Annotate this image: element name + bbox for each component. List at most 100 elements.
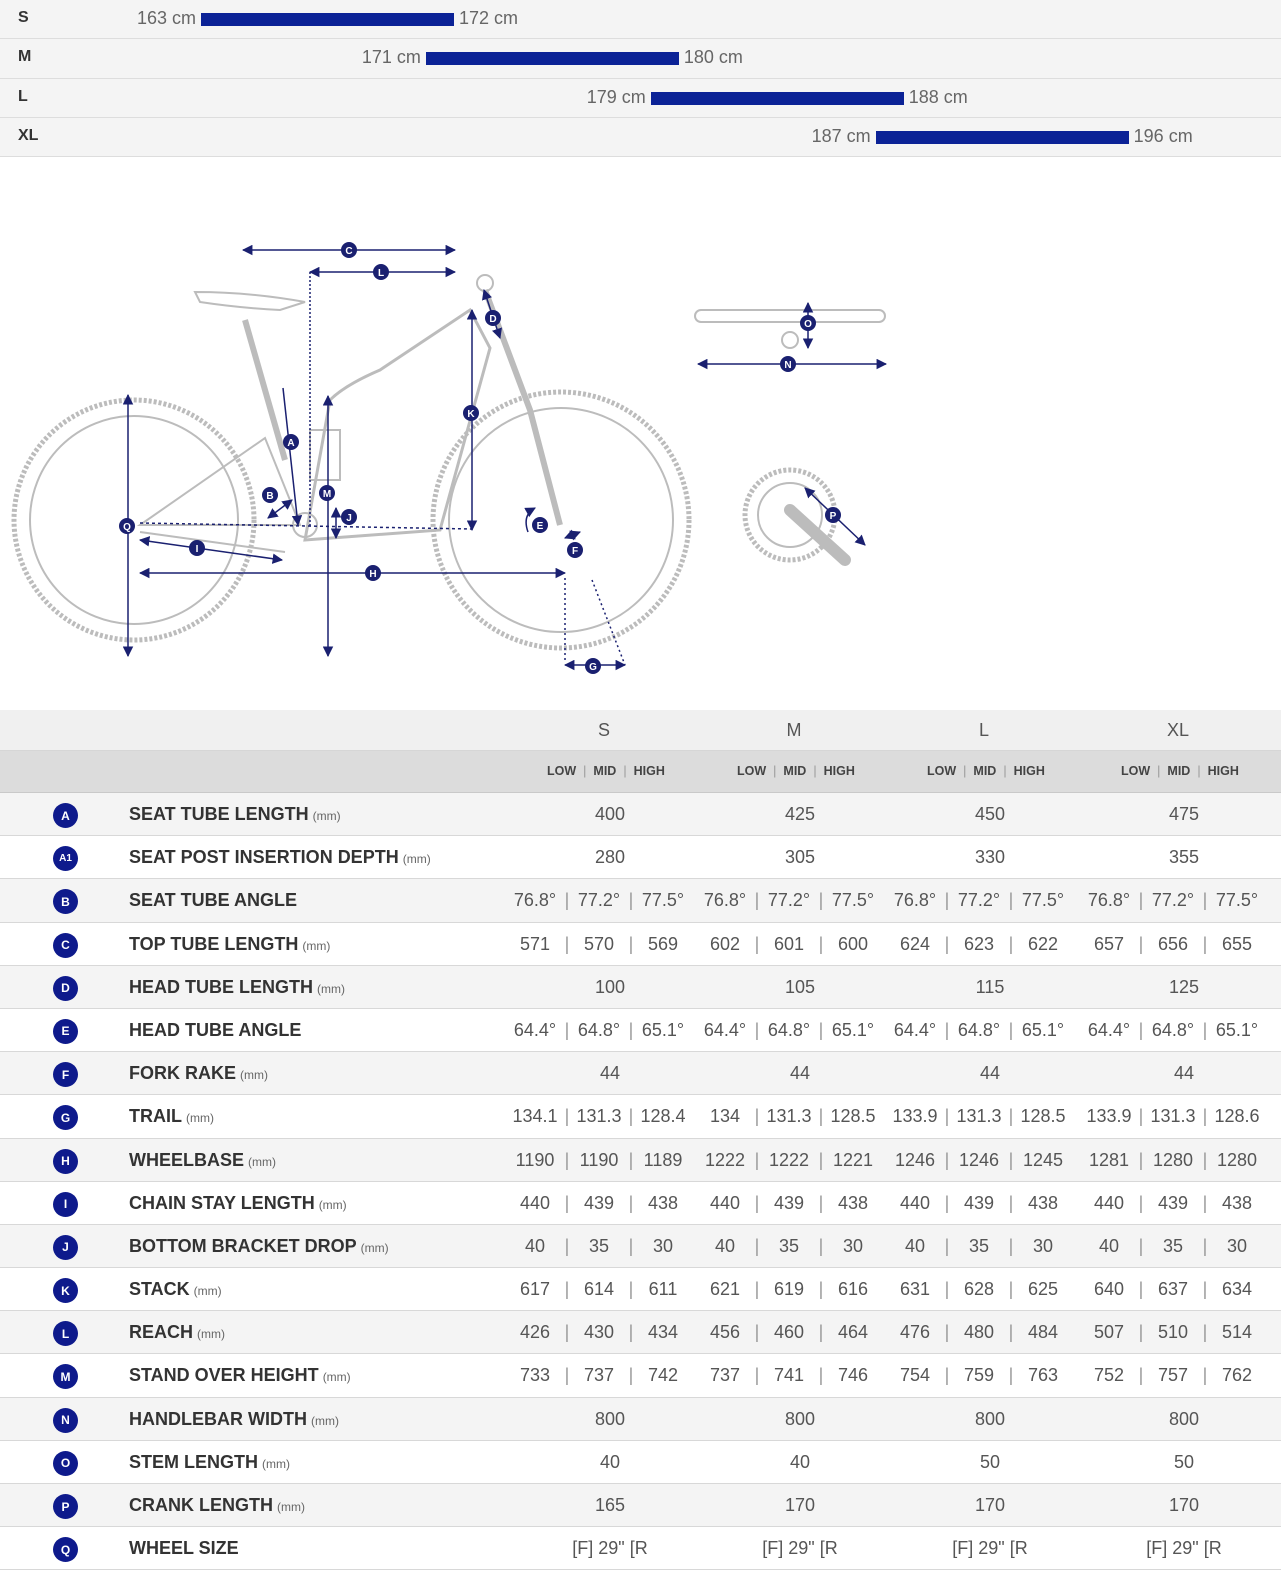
row-unit: (mm) [186, 1111, 214, 1126]
cell-value: 601 [773, 933, 805, 954]
separator: | [773, 764, 777, 778]
separator: | [628, 1192, 634, 1213]
row-label: SEAT TUBE LENGTH(mm) [129, 804, 341, 825]
value-triplet: 40|35|30 [700, 1236, 878, 1257]
cell-value: 614 [583, 1279, 615, 1300]
cell-value: 625 [1027, 1279, 1059, 1300]
row-label-text: FORK RAKE [129, 1063, 236, 1084]
cell-value: 76.8° [513, 890, 557, 911]
row-label: FORK RAKE (mm) [129, 1063, 268, 1084]
separator: | [818, 1019, 824, 1040]
cell-value: 754 [899, 1365, 931, 1386]
cell-value: [F] 29" [R [952, 1538, 1028, 1559]
separator: | [818, 1235, 824, 1256]
separator: | [1008, 1019, 1014, 1040]
cell-value: 628 [963, 1279, 995, 1300]
cell-value: 450 [974, 804, 1006, 824]
cell-value: 76.8° [1087, 890, 1131, 911]
separator: | [1008, 1106, 1014, 1127]
cell-value: 65.1° [1021, 1019, 1065, 1040]
separator: | [628, 1322, 634, 1343]
row-code-badge: P [53, 1494, 78, 1519]
cell-value: 440 [519, 1192, 551, 1213]
value-triplet: 133.9|131.3|128.6 [1084, 1106, 1262, 1127]
figure-badge-a: A [283, 434, 299, 450]
cell-value: 757 [1157, 1365, 1189, 1386]
svg-text:F: F [572, 546, 578, 557]
separator: | [628, 1106, 634, 1127]
figure-badge-i: I [189, 540, 205, 556]
figure-badge-j: J [341, 509, 357, 525]
row-code-badge: B [53, 889, 78, 915]
cell-value: 480 [963, 1322, 995, 1343]
cell-value: 1222 [768, 1149, 810, 1170]
cell-value: 30 [842, 1235, 864, 1256]
cell-value: 514 [1221, 1322, 1253, 1343]
cell-value: 631 [899, 1279, 931, 1300]
separator: | [628, 933, 634, 954]
row-unit: (mm) [240, 1068, 268, 1083]
setting-label: MID [783, 764, 807, 778]
setting-label: LOW [1121, 764, 1151, 778]
separator: | [1008, 1322, 1014, 1343]
cell-value: 165 [594, 1495, 626, 1515]
cell-value: 622 [1027, 933, 1059, 954]
value-triplet: 76.8°|77.2°|77.5° [510, 890, 688, 911]
size-column-header: S [597, 720, 610, 740]
cell-value: 657 [1093, 933, 1125, 954]
separator: | [944, 1192, 950, 1213]
value-triplet: 40|35|30 [1084, 1236, 1262, 1257]
cell-value: 125 [1168, 976, 1200, 997]
cell-value: 35 [968, 1235, 990, 1256]
svg-text:O: O [804, 319, 812, 330]
separator: | [1138, 890, 1144, 911]
setting-label: HIGH [633, 764, 665, 778]
cell-value: 464 [837, 1322, 869, 1343]
separator: | [1008, 1365, 1014, 1386]
cell-value: 77.2° [577, 890, 621, 911]
value-triplet: 440|439|438 [1084, 1193, 1262, 1214]
cell-value: 50 [1173, 1451, 1195, 1472]
cell-value: 40 [904, 1235, 926, 1256]
separator: | [1003, 764, 1007, 778]
cell-value: 621 [709, 1279, 741, 1300]
row-label: CHAIN STAY LENGTH(mm) [129, 1193, 347, 1214]
cell-value: 600 [837, 933, 869, 954]
cell-value: 570 [583, 933, 615, 954]
min-height-label: 171 cm [361, 47, 421, 68]
front-tire [430, 389, 692, 651]
cell-value: 44 [979, 1063, 1001, 1084]
main-frame [303, 307, 492, 542]
separator: | [754, 1365, 760, 1386]
value-triplet: 64.4°|64.8°|65.1° [510, 1020, 688, 1041]
row-unit: (mm) [317, 981, 345, 996]
cell-value: 134 [709, 1106, 741, 1127]
separator: | [1138, 1192, 1144, 1213]
max-height-label: 188 cm [908, 86, 968, 107]
separator: | [1138, 1106, 1144, 1127]
setting-label: LOW [547, 764, 577, 778]
value-triplet: 440|439|438 [700, 1193, 878, 1214]
value-triplet: 617|614|611 [510, 1279, 688, 1300]
cell-value: 133.9 [1086, 1106, 1132, 1127]
height-range-bar [650, 91, 904, 105]
separator: | [754, 1192, 760, 1213]
cell-value: 484 [1027, 1322, 1059, 1343]
separator: | [628, 1019, 634, 1040]
cell-value: 623 [963, 933, 995, 954]
cell-value: 77.5° [1021, 890, 1065, 911]
setting-header-group: LOW|MID|HIGH [737, 764, 855, 778]
row-code-badge: M [53, 1364, 78, 1390]
cell-value: 64.4° [703, 1019, 747, 1040]
separator: | [1202, 933, 1208, 954]
separator: | [818, 890, 824, 911]
row-unit: (mm) [197, 1327, 225, 1342]
setting-label: HIGH [1013, 764, 1045, 778]
height-range-bar [425, 52, 679, 66]
